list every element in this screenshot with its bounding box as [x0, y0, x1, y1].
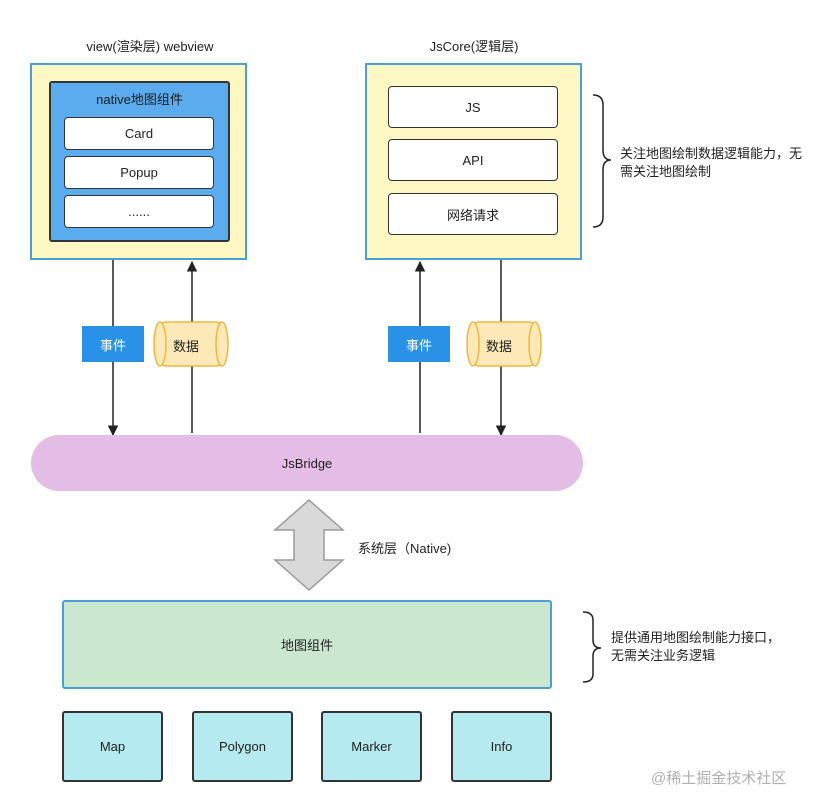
native-map-component-box: native地图组件 Card Popup ......: [49, 81, 230, 242]
jsbridge: JsBridge: [31, 435, 583, 491]
system-layer-double-arrow: [273, 498, 345, 592]
map-component-note-line-1: 提供通用地图绘制能力接口，: [611, 630, 781, 645]
jscore-panel: JS API 网络请求: [365, 63, 582, 260]
view-webview-panel: native地图组件 Card Popup ......: [30, 63, 247, 260]
polygon-subcomponent: Polygon: [192, 711, 293, 782]
view-event-label: 事件: [82, 326, 144, 362]
card-item: Card: [64, 117, 214, 150]
jscore-note-line-1: 关注地图绘制数据逻辑能力，无: [620, 146, 803, 161]
view-data-label: 数据: [172, 339, 199, 354]
network-request-item: 网络请求: [388, 193, 558, 235]
map-component: 地图组件: [62, 600, 552, 689]
js-item: JS: [388, 86, 558, 128]
jscore-layer-title: JsCore(逻辑层): [429, 39, 519, 54]
native-map-component-title: native地图组件: [96, 92, 183, 107]
jscore-data-cylinder: [466, 321, 542, 367]
jscore-note: 关注地图绘制数据逻辑能力，无 需关注地图绘制: [620, 145, 820, 181]
map-component-note-line-2: 无需关注业务逻辑: [611, 648, 716, 663]
info-subcomponent: Info: [451, 711, 552, 782]
map-component-brace: [582, 611, 602, 683]
jscore-note-line-2: 需关注地图绘制: [620, 164, 712, 179]
view-layer-title: view(渲染层) webview: [86, 39, 214, 54]
system-layer-label: 系统层（Native): [358, 541, 452, 556]
view-data-cylinder: [153, 321, 229, 367]
api-item: API: [388, 139, 558, 181]
watermark: @稀土掘金技术社区: [651, 770, 787, 787]
map-subcomponent: Map: [62, 711, 163, 782]
jscore-data-label: 数据: [485, 339, 512, 354]
popup-item: Popup: [64, 156, 214, 189]
marker-subcomponent: Marker: [321, 711, 422, 782]
map-component-note: 提供通用地图绘制能力接口， 无需关注业务逻辑: [611, 629, 821, 665]
more-item: ......: [64, 195, 214, 228]
jscore-event-label: 事件: [388, 326, 450, 362]
jscore-brace: [592, 94, 612, 228]
